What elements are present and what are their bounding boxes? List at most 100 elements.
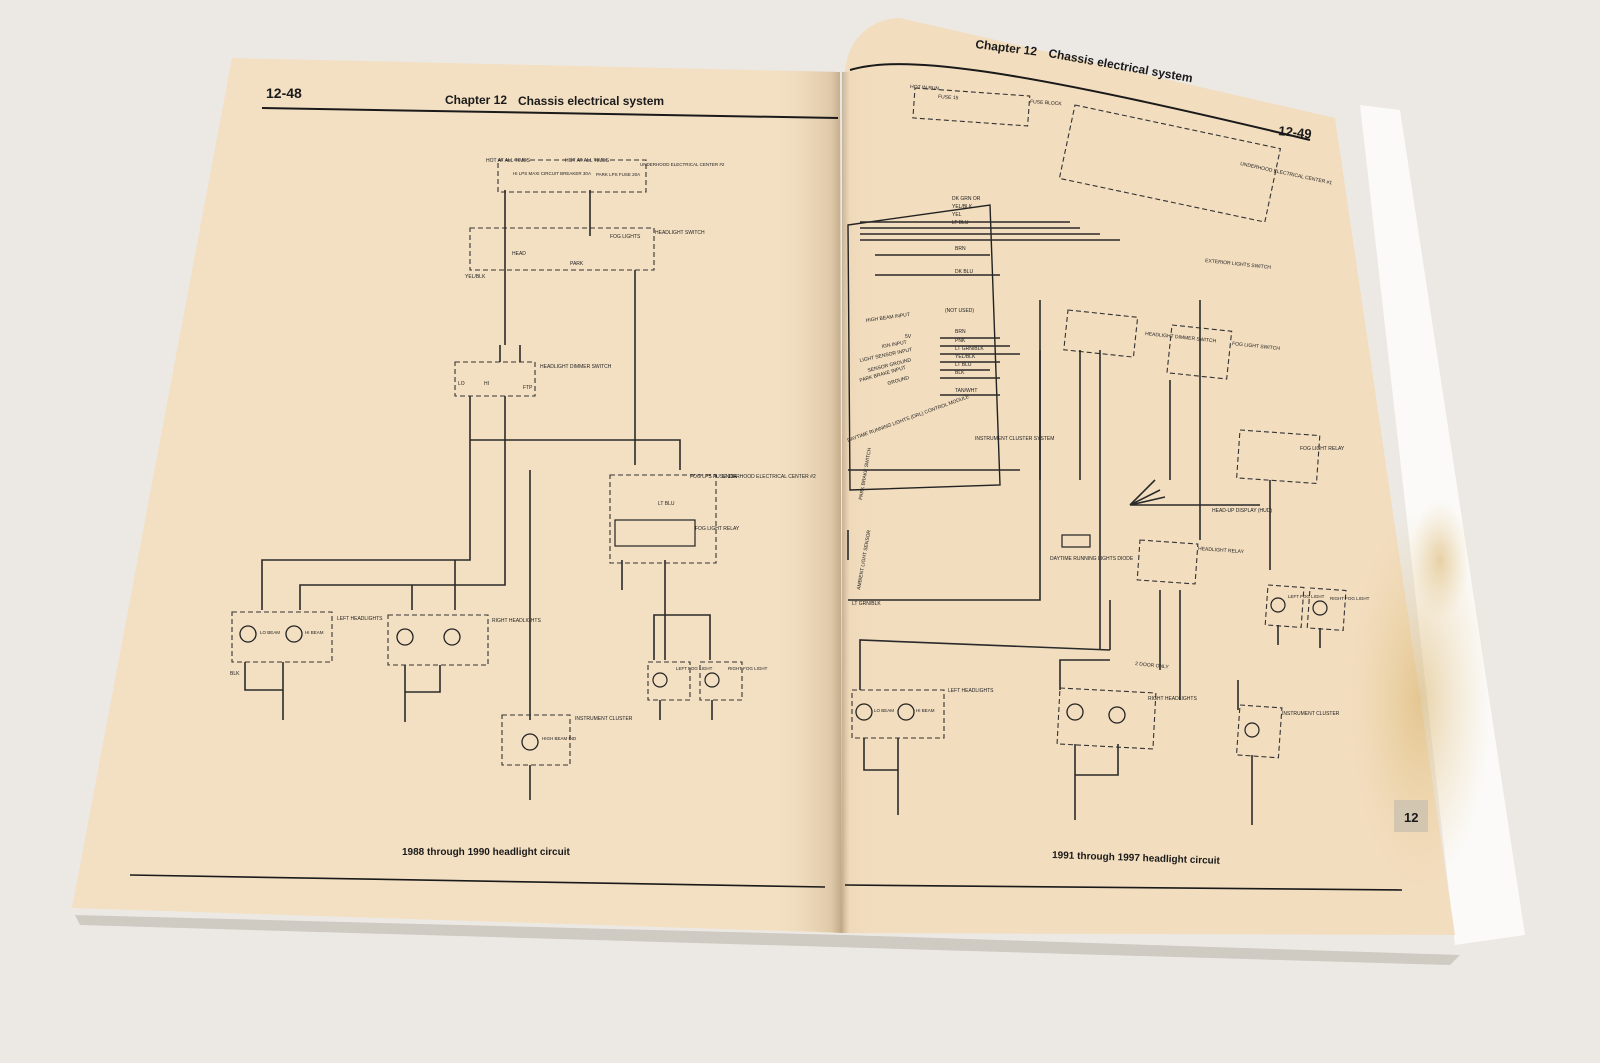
right-headlights-box xyxy=(387,614,489,666)
drl-input: GROUND xyxy=(887,375,910,387)
book-shadow xyxy=(75,915,1460,965)
label-center2: UNDERHOOD ELECTRICAL CENTER #2 xyxy=(640,162,725,167)
right-fog-bulb xyxy=(704,672,720,688)
right-page-number: 12-49 xyxy=(1278,123,1313,141)
fog-relay-box-right xyxy=(1236,429,1321,485)
lo-beam-bulb-r1 xyxy=(855,703,873,721)
wire xyxy=(404,665,441,722)
label-right-headlights-right: RIGHT HEADLIGHTS xyxy=(1148,696,1197,702)
label-hot1: HOT AT ALL TIMES xyxy=(486,158,531,164)
label-dimmer: HEADLIGHT DIMMER SWITCH xyxy=(540,364,612,370)
fog-relay-box xyxy=(609,474,717,564)
left-page xyxy=(72,58,842,933)
fog-relay-coil xyxy=(614,519,696,547)
hi-beam-bulb-r1 xyxy=(897,703,915,721)
left-gutter-shade xyxy=(770,70,842,933)
label-fuse: PARK LPS FUSE 20A xyxy=(596,172,640,177)
label-fog-lights: FOG LIGHTS xyxy=(610,234,641,240)
label-instrument-cluster-system: INSTRUMENT CLUSTER SYSTEM xyxy=(975,436,1054,442)
wire xyxy=(469,190,681,470)
left-fog-box xyxy=(647,661,691,701)
label-yel-blk: YEL/BLK xyxy=(952,204,973,210)
drl-wire-label: PNK xyxy=(955,338,966,344)
right-gutter-shade xyxy=(842,70,880,933)
label-dk-blu: DK BLU xyxy=(955,269,973,275)
wire xyxy=(244,662,284,720)
wire xyxy=(1039,300,1271,650)
left-header-rule xyxy=(261,107,839,119)
left-fog-bulb xyxy=(652,672,668,688)
label-fuse15: FUSE 15 xyxy=(938,94,959,101)
label-hot2: HOT AT ALL TIMES xyxy=(565,158,610,164)
drl-wire-label: BLK xyxy=(955,370,965,376)
drl-wire-label: TAN/WHT xyxy=(955,388,977,394)
label-instrument-cluster-right: INSTRUMENT CLUSTER xyxy=(1282,711,1340,717)
wire xyxy=(1074,744,1119,820)
label-fog-relay-right: FOG LIGHT RELAY xyxy=(1300,446,1345,452)
label-yel-blk: YEL/BLK xyxy=(465,274,486,280)
left-hi-beam-bulb xyxy=(285,625,303,643)
label-underhood-center: UNDERHOOD ELECTRICAL CENTER #2 xyxy=(722,474,816,480)
chapter-tab-number: 12 xyxy=(1404,810,1418,825)
label-hi: HI xyxy=(484,381,489,387)
label-fuse-block: FUSE BLOCK xyxy=(1030,99,1063,107)
drl-wire-list: BRN PNK LT GRN/BLK YEL/BLK LT BLU BLK TA… xyxy=(955,329,984,394)
right-fog-box-right xyxy=(1306,587,1347,632)
label-left-headlights-right: LEFT HEADLIGHTS xyxy=(948,688,994,694)
instrument-cluster-box xyxy=(501,714,571,766)
label-hi-beam-right: HI BEAM xyxy=(916,708,935,713)
label-lt-blu: LT BLU xyxy=(658,501,675,507)
label-park: PARK xyxy=(570,261,584,267)
high-beam-indicator xyxy=(521,733,539,751)
label-lt-blu: LT BLU xyxy=(952,220,969,226)
left-chapter-label: Chapter 12 xyxy=(445,93,507,107)
right-header-rule xyxy=(849,63,1311,141)
left-page-content: 12-48 Chapter 12 Chassis electrical syst… xyxy=(129,85,839,888)
label-head: HEAD xyxy=(512,251,526,257)
fog-switch-box xyxy=(1166,324,1233,380)
label-left-fog-right: LEFT FOG LIGHT xyxy=(1288,594,1325,599)
left-chapter-title: Chassis electrical system xyxy=(518,94,664,108)
label-head-up: HEAD-UP DISPLAY (HUD) xyxy=(1212,508,1272,514)
drl-wire-label: BRN xyxy=(955,329,966,335)
wire xyxy=(940,337,1020,396)
drl-module-outline xyxy=(847,204,1001,491)
wire xyxy=(261,440,531,720)
label-drl-diode: DAYTIME RUNNING LIGHTS DIODE xyxy=(1050,556,1134,562)
right-fog-box xyxy=(699,661,743,701)
wire xyxy=(621,560,711,660)
label-dk-grn-or: DK GRN OR xyxy=(952,196,981,202)
label-lo: LO xyxy=(458,381,465,387)
label-fog-relay: FOG LIGHT RELAY xyxy=(695,526,740,532)
right-page xyxy=(842,18,1455,935)
label-fog-switch: FOG LIGHT SWITCH xyxy=(1232,341,1281,352)
left-fog-bulb-right xyxy=(1270,597,1286,613)
label-left-headlights: LEFT HEADLIGHTS xyxy=(337,616,383,622)
drl-input: IGN INPUT xyxy=(881,340,907,350)
label-high-beam-ind: HIGH BEAM IND xyxy=(542,736,577,741)
left-fog-box-right xyxy=(1264,584,1305,629)
right-lo-beam-bulb xyxy=(443,628,461,646)
right-hi-beam-bulb xyxy=(396,628,414,646)
drl-input: 5V xyxy=(905,334,912,340)
label-breaker: HI LPS MAXI CIRCUIT BREAKER 30A xyxy=(513,171,591,176)
right-footer-rule xyxy=(844,884,1403,891)
label-fog-fuse: FOG LPS FUSE 10A xyxy=(690,474,737,480)
label-left-fog: LEFT FOG LIGHT xyxy=(676,666,713,671)
right-headlights-box-right xyxy=(1056,687,1157,750)
label-brn: BRN xyxy=(955,246,966,252)
label-headlight-switch: HEADLIGHT SWITCH xyxy=(655,230,705,236)
label-right-fog: RIGHT FOG LIGHT xyxy=(728,666,768,671)
dimmer-switch-box xyxy=(454,361,536,397)
left-headlights-box xyxy=(231,611,333,663)
label-yel: YEL xyxy=(952,212,962,218)
left-lo-beam-bulb xyxy=(239,625,257,643)
label-ftp: FTP xyxy=(523,385,533,391)
page-stain xyxy=(1410,500,1470,620)
label-right-fog-right: RIGHT FOG LIGHT xyxy=(1330,596,1370,601)
chapter-tab xyxy=(1394,800,1428,832)
left-caption: 1988 through 1990 headlight circuit xyxy=(402,847,570,858)
headlight-relay-box xyxy=(1136,539,1199,585)
wire xyxy=(659,700,713,720)
